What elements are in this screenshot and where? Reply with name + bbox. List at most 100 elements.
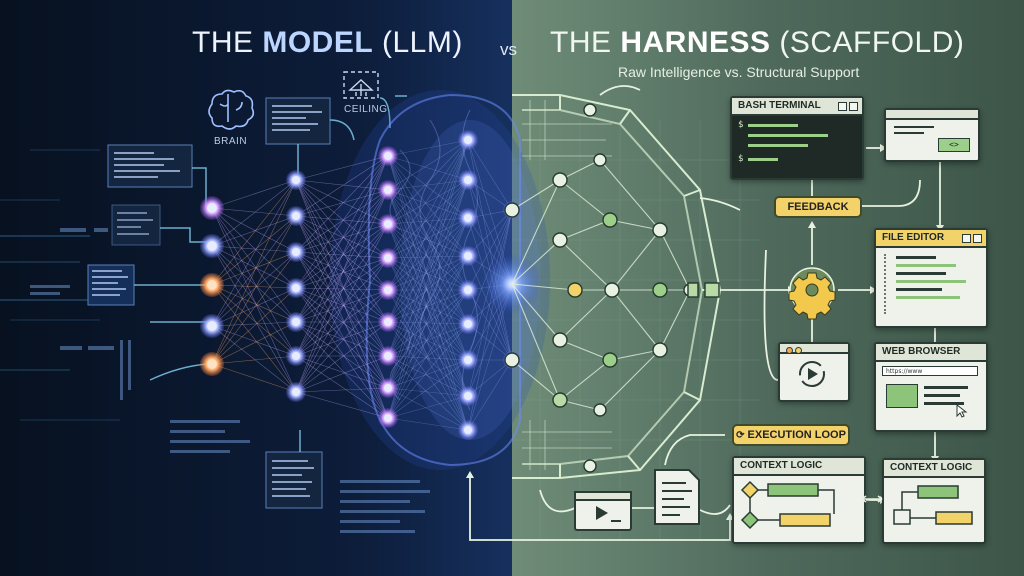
network-edge	[387, 223, 469, 325]
network-edge	[295, 155, 389, 357]
network-edge	[295, 189, 389, 253]
network-edge	[387, 139, 469, 419]
network-edge	[295, 179, 389, 191]
network-edge	[387, 189, 469, 219]
network-edge	[295, 251, 389, 419]
network-edge	[211, 284, 297, 393]
network-edge	[295, 287, 389, 357]
web-browser-title: WEB BROWSER	[882, 346, 961, 357]
network-edge	[211, 207, 297, 217]
neuron	[464, 392, 472, 400]
brain-icon	[208, 89, 255, 130]
neuron	[384, 254, 392, 262]
network-edge	[467, 255, 513, 361]
loop-icon: ⟳	[736, 430, 745, 441]
window-controls[interactable]	[960, 233, 982, 249]
network-edge	[295, 287, 389, 389]
scaffold-nodes	[504, 103, 697, 473]
network-edge	[211, 245, 297, 253]
loop-window[interactable]	[778, 342, 850, 402]
network-edge	[295, 257, 389, 393]
network-edge	[211, 325, 297, 357]
network-edge	[295, 155, 389, 323]
code-window-4	[265, 451, 323, 509]
network-edge	[295, 155, 389, 181]
network-edge	[211, 179, 297, 327]
code-preview-button[interactable]: <>	[938, 138, 970, 152]
network-edge	[387, 179, 469, 291]
network-edge	[295, 189, 389, 323]
network-edge	[295, 223, 389, 253]
network-edge	[295, 179, 389, 357]
network-edge	[467, 289, 513, 361]
network-edge	[387, 217, 469, 419]
network-edge	[387, 255, 469, 419]
network-edge	[295, 257, 389, 323]
code-window-5	[111, 204, 161, 246]
neuron	[464, 426, 472, 434]
network-edge	[295, 355, 389, 393]
neuron	[207, 241, 217, 251]
brain-outline	[365, 93, 521, 467]
browser-url-bar[interactable]: https://www	[882, 366, 978, 376]
network-edge	[211, 245, 297, 323]
web-browser-window[interactable]: WEB BROWSER https://www	[874, 342, 988, 432]
flowchart-icon	[740, 480, 835, 530]
network-edge	[387, 139, 469, 225]
model-background	[0, 0, 512, 576]
file-editor-window[interactable]: FILE EDITOR	[874, 228, 988, 328]
context-logic-left-titlebar: CONTEXT LOGIC	[734, 458, 864, 476]
network-edge	[387, 189, 469, 257]
network-edge	[295, 321, 389, 389]
network-edge	[295, 215, 389, 291]
scaffold-connectors	[687, 282, 720, 298]
network-edge	[387, 289, 469, 357]
neuron	[292, 212, 300, 220]
harness-flow-arrows	[469, 85, 941, 541]
network-edge	[387, 395, 469, 419]
double-arrow-icon	[861, 495, 883, 503]
network-edge	[295, 155, 389, 393]
neuron	[384, 286, 392, 294]
network-edge	[295, 215, 389, 225]
network-edge	[387, 387, 469, 431]
network-edge	[211, 215, 297, 327]
network-edge	[387, 189, 469, 431]
window-controls[interactable]	[836, 101, 858, 117]
network-edge	[387, 139, 469, 191]
context-logic-window-right[interactable]: CONTEXT LOGIC	[882, 458, 986, 544]
neuron	[292, 284, 300, 292]
network-edge	[211, 363, 297, 393]
network-edge	[387, 139, 469, 389]
network-edge	[295, 215, 389, 323]
network-edge	[211, 215, 297, 365]
bash-terminal-titlebar: BASH TERMINAL	[732, 98, 862, 116]
network-edge	[295, 289, 389, 323]
network-edge	[387, 289, 469, 397]
file-editor-titlebar: FILE EDITOR	[876, 230, 986, 248]
code-preview-window[interactable]: <>	[884, 108, 980, 162]
neuron	[292, 176, 300, 184]
network-edge	[211, 245, 297, 357]
context-logic-window-left[interactable]: CONTEXT LOGIC	[732, 456, 866, 544]
network-edge	[295, 179, 389, 323]
network-edge	[387, 223, 469, 397]
harness-title: THE HARNESS (SCAFFOLD)	[550, 26, 965, 59]
network-edge	[387, 189, 469, 325]
network-edge	[387, 155, 469, 397]
network-edge	[387, 323, 469, 419]
network-edge	[387, 223, 469, 431]
loop-window-titlebar	[780, 344, 848, 354]
bash-terminal-body[interactable]: $ $	[732, 116, 862, 164]
network-edge	[295, 223, 389, 289]
network-edge	[387, 179, 469, 389]
neuron	[207, 359, 217, 369]
neuron	[384, 186, 392, 194]
network-edge	[211, 251, 297, 365]
network-edge	[387, 179, 469, 225]
network-edge	[387, 223, 469, 257]
context-logic-right-titlebar: CONTEXT LOGIC	[884, 460, 984, 478]
network-connections	[211, 139, 513, 431]
bash-terminal-window[interactable]: BASH TERMINAL $ $	[730, 96, 864, 180]
